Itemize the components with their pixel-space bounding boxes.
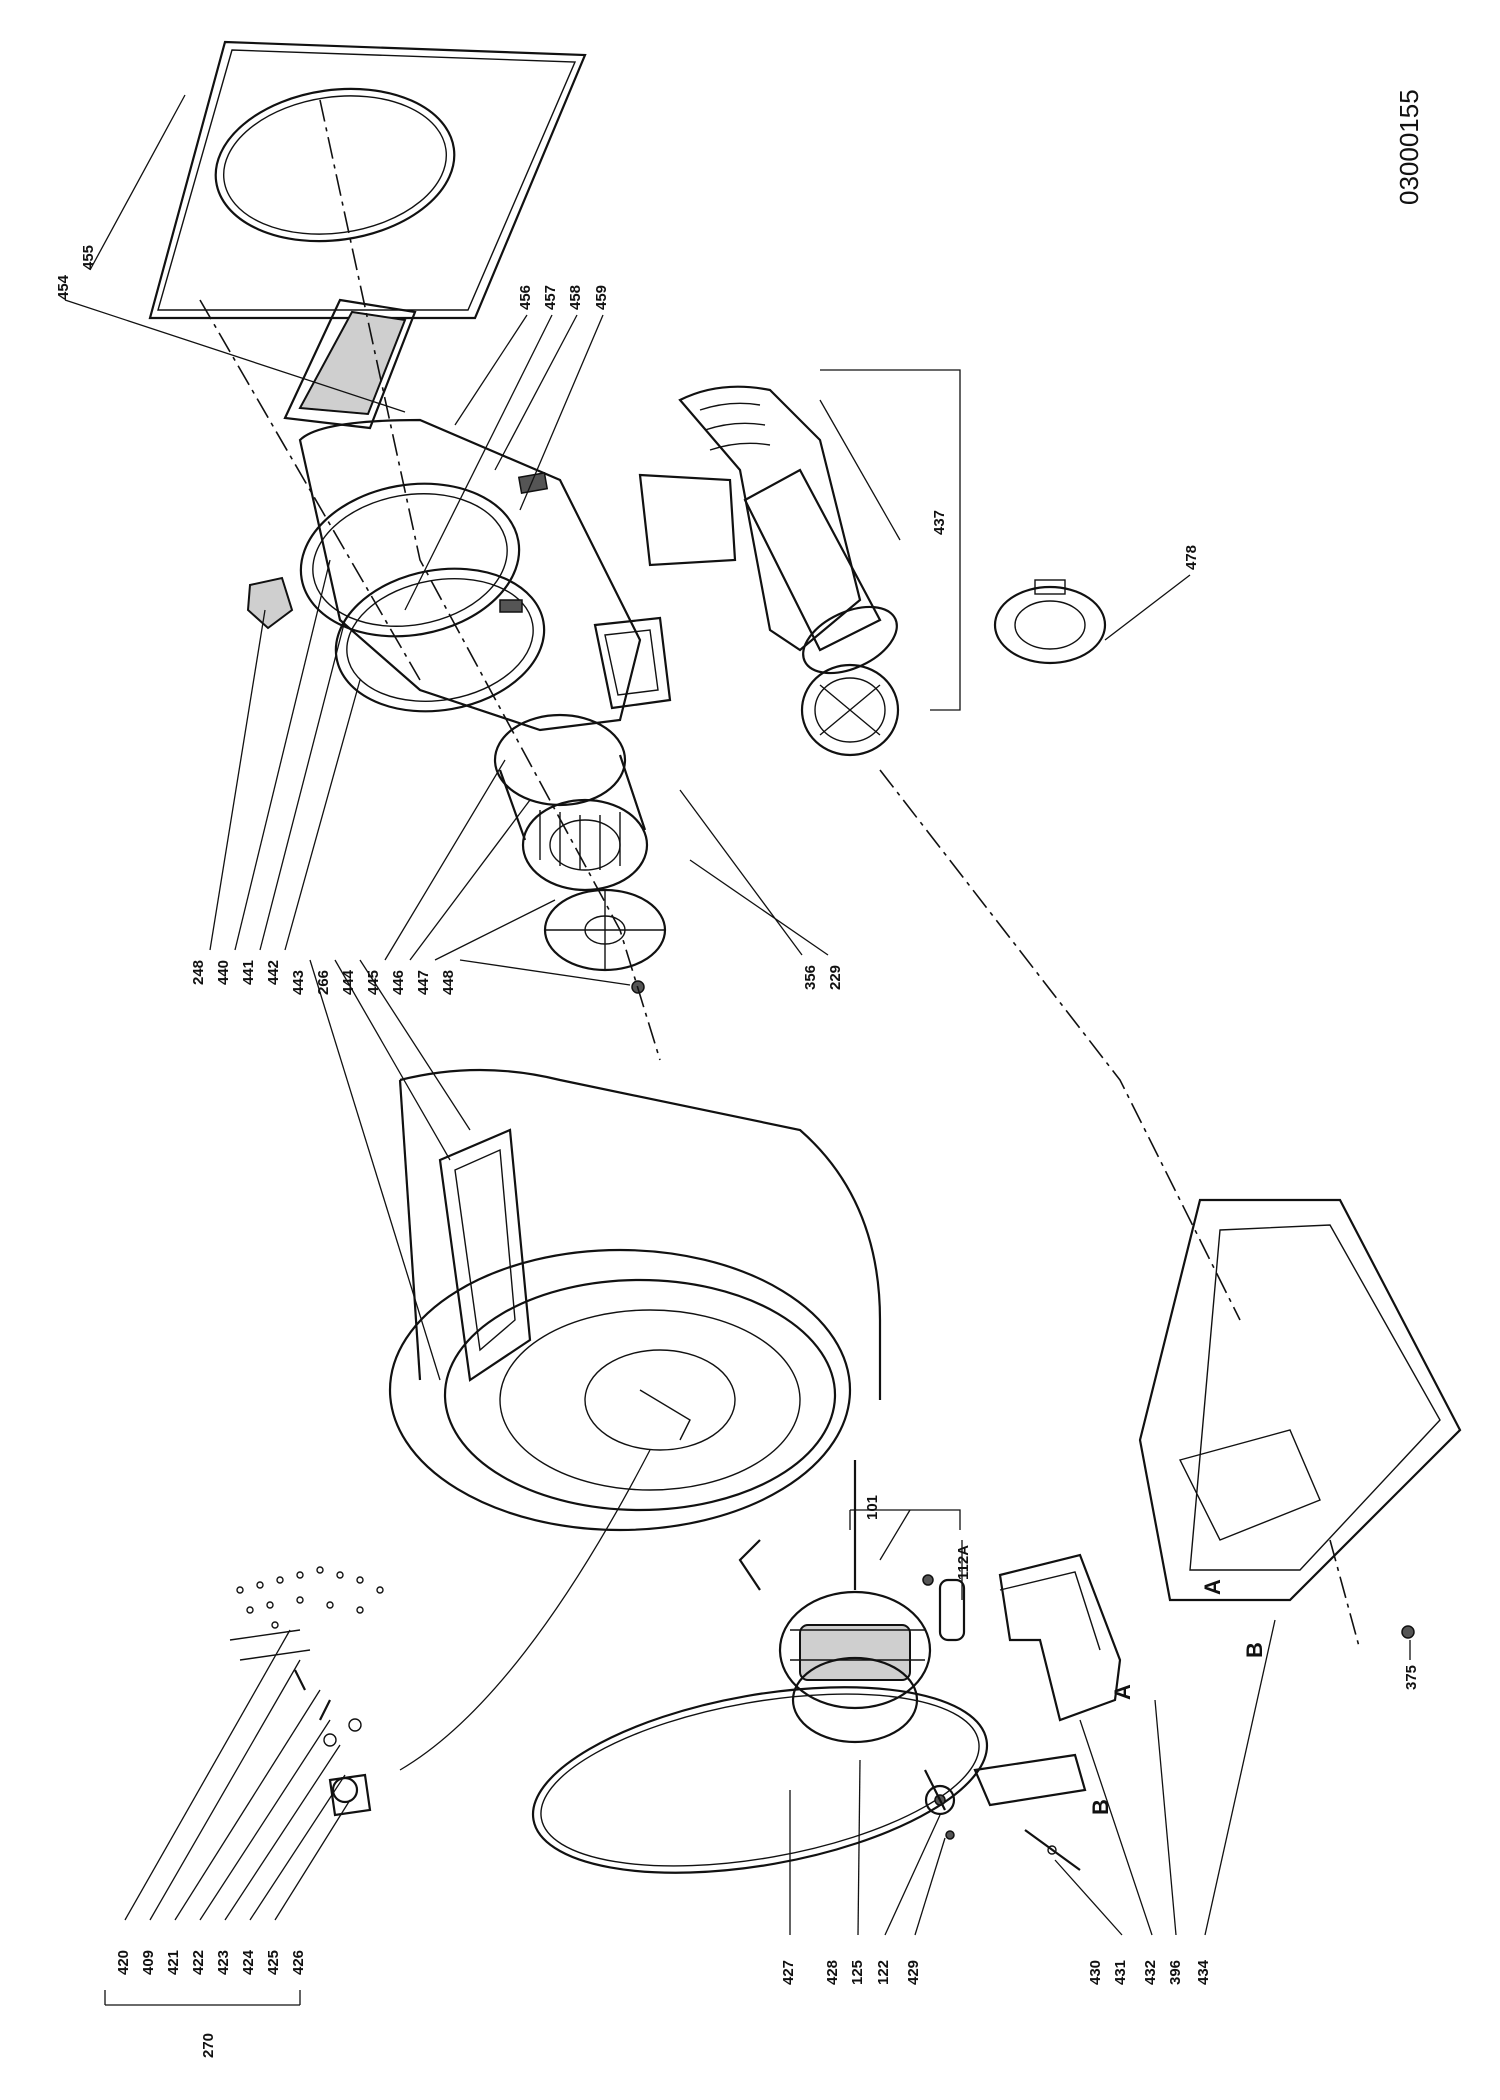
exhaust-hose-assembly	[638, 385, 900, 757]
top-back-panel	[148, 40, 587, 320]
label-423: 423	[215, 1950, 232, 1975]
label-427: 427	[780, 1960, 797, 1985]
label-430: 430	[1087, 1960, 1104, 1985]
idler-pulley	[924, 1769, 956, 1840]
marker-b-base: B	[1242, 1642, 1267, 1658]
label-101: 101	[864, 1495, 881, 1520]
label-270: 270	[200, 2033, 217, 2058]
hose-bracket-line	[820, 369, 961, 711]
base-panel	[1138, 1198, 1462, 1639]
label-229: 229	[827, 965, 844, 990]
screw-cluster	[236, 1566, 384, 1629]
label-426: 426	[290, 1950, 307, 1975]
label-356: 356	[802, 965, 819, 990]
marker-b-bracket: B	[1088, 1799, 1113, 1815]
label-431: 431	[1112, 1960, 1129, 1985]
motor	[738, 1460, 932, 1744]
sensor-part	[246, 576, 294, 630]
label-454: 454	[55, 274, 72, 300]
impeller	[543, 888, 667, 972]
label-432: 432	[1142, 1960, 1159, 1985]
label-444: 444	[340, 969, 357, 995]
letter-markers: A B A B	[1088, 1579, 1267, 1815]
label-442: 442	[265, 960, 282, 985]
label-125: 125	[849, 1960, 866, 1985]
label-428: 428	[824, 1960, 841, 1985]
label-445: 445	[365, 970, 382, 995]
timer-assembly	[229, 1629, 372, 1817]
label-422: 422	[190, 1950, 207, 1975]
capacitor	[922, 1574, 966, 1642]
label-443: 443	[290, 970, 307, 995]
timer-bracket-line	[104, 1990, 301, 2006]
label-441: 441	[240, 960, 257, 985]
label-458: 458	[567, 285, 584, 310]
label-448: 448	[440, 970, 457, 995]
label-396: 396	[1167, 1960, 1184, 1985]
label-446: 446	[390, 970, 407, 995]
label-122: 122	[875, 1960, 892, 1985]
document-id: 03000155	[1394, 89, 1424, 205]
label-266: 266	[315, 970, 332, 995]
label-457: 457	[542, 285, 559, 310]
leader-lines	[64, 94, 1411, 1936]
label-375: 375	[1403, 1665, 1420, 1690]
drive-belt	[531, 1686, 989, 1874]
label-478: 478	[1183, 545, 1200, 570]
part-labels: 454 455 456 457 458 459 437 478 248 440 …	[55, 245, 1420, 2058]
motor-bracket-a	[998, 1553, 1122, 1722]
assembly-centerlines	[199, 99, 1361, 1771]
label-459: 459	[593, 285, 610, 310]
label-437: 437	[931, 510, 948, 535]
label-248: 248	[190, 960, 207, 985]
label-112A: 112A	[955, 1545, 972, 1580]
label-420: 420	[115, 1950, 132, 1975]
label-429: 429	[905, 1960, 922, 1985]
marker-a-base: A	[1200, 1579, 1225, 1595]
door-seal-ring	[993, 579, 1107, 665]
fan-housing	[298, 418, 672, 732]
tensioner-bracket-b	[973, 1753, 1087, 1871]
fan-drum	[493, 713, 649, 892]
label-425: 425	[265, 1950, 282, 1975]
label-440: 440	[215, 960, 232, 985]
label-434: 434	[1195, 1959, 1212, 1985]
label-409: 409	[140, 1950, 157, 1975]
label-456: 456	[517, 285, 534, 310]
label-447: 447	[415, 970, 432, 995]
label-455: 455	[80, 245, 97, 270]
drum	[388, 1068, 882, 1532]
label-421: 421	[165, 1950, 182, 1975]
marker-a-bracket: A	[1110, 1684, 1135, 1700]
label-424: 424	[240, 1949, 257, 1975]
